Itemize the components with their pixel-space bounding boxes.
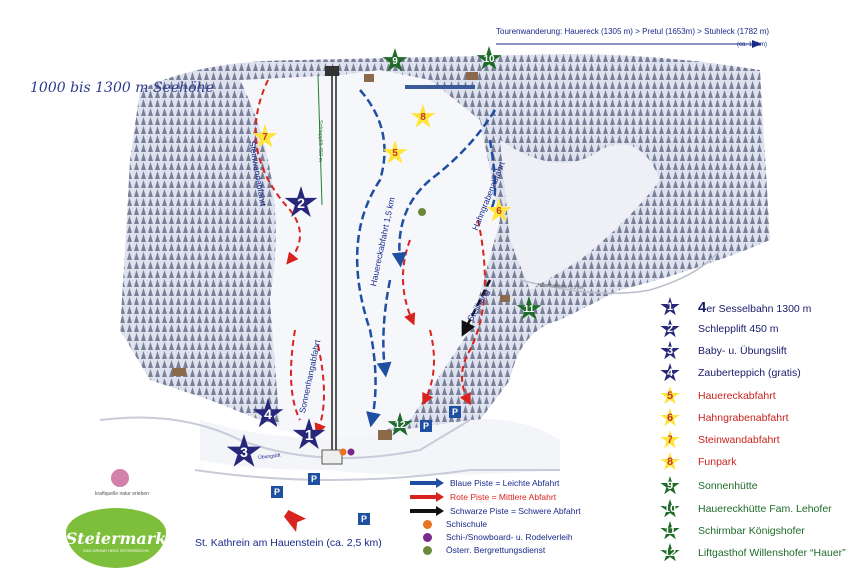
piste-legend-blue: Blaue Piste = Leichte Abfahrt [410, 476, 559, 490]
legend-badge: 1 [660, 297, 680, 316]
ski-school-dot [339, 448, 347, 456]
parking-sign: P [358, 513, 370, 525]
tbar-line [317, 74, 323, 206]
legend-label: Liftgasthof Willenshofer “Hauer” [698, 547, 846, 559]
piste-legend-text: Schischule [446, 519, 488, 529]
legend-label: Schlepplift 450 m [698, 323, 779, 335]
red-piste-right [422, 329, 435, 406]
red-piste-mid [402, 239, 416, 326]
legend-ski-school: Schischule [410, 517, 487, 531]
piste-legend-text: Schwarze Piste = Schwere Abfahrt [450, 506, 581, 516]
legend-badge: 6 [660, 408, 680, 427]
legend-item-1: 1 4er Sesselbahn 1300 m [660, 296, 860, 318]
rescue-dot [418, 208, 426, 216]
rental-dot [347, 448, 355, 456]
steiermark-logo-subtext: DAS GRÜNE HERZ ÖSTERREICHS [83, 548, 149, 553]
parking-sign: P [449, 406, 461, 418]
legend-label: Funpark [698, 456, 737, 468]
legend-item-11: 11 Schirmbar Königshofer [660, 520, 860, 542]
red-piste-sonnenhang-2 [290, 329, 301, 421]
legend-item-7: 7 Steinwandabfahrt [660, 429, 860, 451]
legend-item-5: 5 Hauereckabfahrt [660, 385, 860, 407]
legend-badge: 9 [660, 476, 680, 495]
piste-legend-text: Blaue Piste = Leichte Abfahrt [450, 478, 560, 488]
legend-label: Sonnenhütte [698, 480, 758, 492]
lift-station-bottom [321, 449, 343, 465]
legend-badge: 11 [660, 521, 680, 540]
snow-run [400, 200, 450, 380]
blue-piste-hauereck [391, 109, 497, 268]
legend-badge: 10 [660, 499, 680, 518]
snow-valley [500, 140, 660, 290]
parking-sign: P [271, 486, 283, 498]
legend-item-3: 3 Baby- u. Übungslift [660, 340, 860, 362]
toboggan-run [519, 249, 721, 295]
steiermark-logo: Steiermark [66, 508, 166, 568]
piste-legend-black: Schwarze Piste = Schwere Abfahrt [410, 504, 581, 518]
rescue-icon [423, 545, 432, 555]
legend-item-8: 8 Funpark [660, 451, 860, 473]
legend-label: Hauereckabfahrt [698, 390, 776, 402]
legend-badge: 5 [660, 386, 680, 405]
legend-badge: 8 [660, 452, 680, 471]
blue-arrow-icon [410, 478, 444, 488]
piste-legend-text: Österr. Bergrettungsdienst [446, 545, 546, 555]
black-piste-steilhang [461, 279, 492, 337]
tree-illustration [111, 469, 129, 487]
legend-item-4: 4 Zauberteppich (gratis) [660, 362, 860, 384]
funpark-area [405, 85, 475, 89]
hut-schirmbar [500, 295, 510, 302]
hut-left [172, 368, 186, 376]
legend-label: Hauereckhütte Fam. Lehofer [698, 503, 832, 515]
legend-rescue: Österr. Bergrettungsdienst [410, 543, 545, 557]
red-arrow-icon [410, 492, 444, 502]
legend-badge: 4 [660, 363, 680, 382]
legend-item-9: 9 Sonnenhütte [660, 475, 860, 497]
hut-sonnenhuette [364, 74, 374, 82]
legend-item-2: 2 Schlepplift 450 m [660, 318, 860, 340]
base-area [200, 419, 560, 475]
legend-badge: 12 [660, 543, 680, 562]
tour-distance: (ca. 10 km) [737, 42, 768, 48]
red-piste-sonnenhang [314, 344, 326, 436]
legend-label: Schirmbar Königshofer [698, 525, 805, 537]
piste-legend-red: Rote Piste = Mittlere Abfahrt [410, 490, 556, 504]
legend-label: Zauberteppich (gratis) [698, 367, 801, 379]
ski-school-icon [423, 519, 432, 529]
black-arrow-icon [410, 506, 444, 516]
altitude-label: 1000 bis 1300 m Seehöhe [30, 80, 214, 96]
parking-sign: P [308, 473, 320, 485]
legend-badge: 7 [660, 430, 680, 449]
legend-label: Steinwandabfahrt [698, 434, 780, 446]
blue-piste-top [355, 89, 386, 428]
tour-arrow-head [752, 40, 762, 48]
tour-description: Tourenwanderung: Hauereck (1305 m) > Pre… [496, 27, 770, 36]
legend-item-10: 10 Hauereckhütte Fam. Lehofer [660, 498, 860, 520]
tree-caption: kraftquelle natur erleben [95, 491, 149, 497]
legend-badge: 3 [660, 341, 680, 360]
hut-hauereckhuette [466, 72, 478, 80]
legend-label: Baby- u. Übungslift [698, 345, 787, 357]
piste-legend-text: Schi-/Snowboard- u. Rodelverleih [446, 532, 573, 542]
snow-slope [240, 70, 500, 445]
legend-label: 4er Sesselbahn 1300 m [698, 298, 812, 316]
legend-label: Hahngrabenabfahrt [698, 412, 789, 424]
label-schlepplift: Schlepplift 450 m [317, 120, 323, 163]
town-label: St. Kathrein am Hauenstein (ca. 2,5 km) [195, 537, 382, 549]
legend-badge: 2 [660, 319, 680, 338]
lift-station-top [325, 66, 339, 76]
parking-sign: P [420, 420, 432, 432]
piste-legend-text: Rote Piste = Mittlere Abfahrt [450, 492, 557, 502]
hut-liftgasthof [378, 430, 392, 440]
legend-item-12: 12 Liftgasthof Willenshofer “Hauer” [660, 542, 860, 564]
legend-rental: Schi-/Snowboard- u. Rodelverleih [410, 530, 573, 544]
road [99, 416, 471, 459]
red-piste-hahngraben [459, 219, 486, 406]
red-piste-steinwand [254, 79, 301, 265]
road-bottom [194, 469, 560, 481]
legend-item-6: 6 Hahngrabenabfahrt [660, 407, 860, 429]
rental-icon [423, 532, 432, 542]
